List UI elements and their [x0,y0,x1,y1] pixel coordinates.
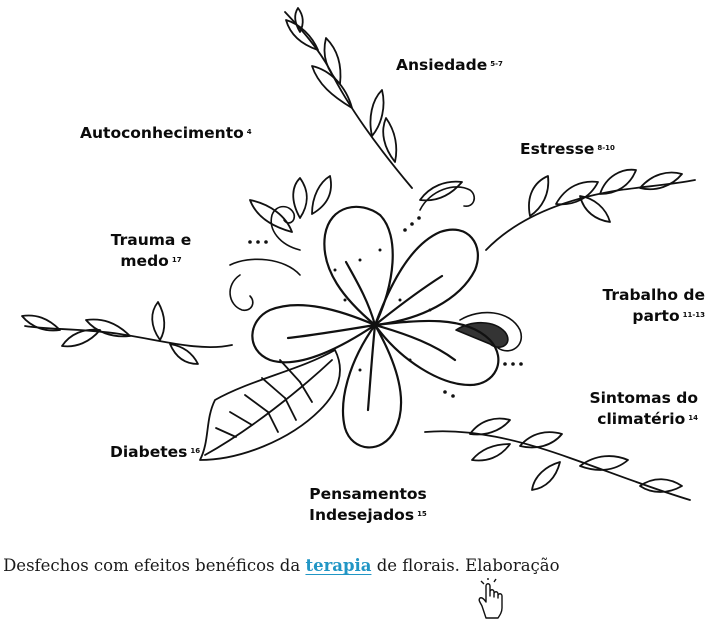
small-leaves [249,175,463,233]
flower-petals [251,205,500,449]
branch-left [21,301,233,365]
large-leaf [199,349,341,461]
branch-right-upper [485,168,696,251]
hand-pointer-icon [478,578,503,619]
branch-top [284,7,413,189]
flower-illustration [21,7,696,501]
terapia-link[interactable]: terapia [305,556,372,575]
dot-accents [248,216,523,398]
branch-lower-right [424,417,691,501]
figure-caption: a Desfechos com efeitos benéficos da ter… [0,556,560,575]
decorative-swirls [229,186,523,352]
